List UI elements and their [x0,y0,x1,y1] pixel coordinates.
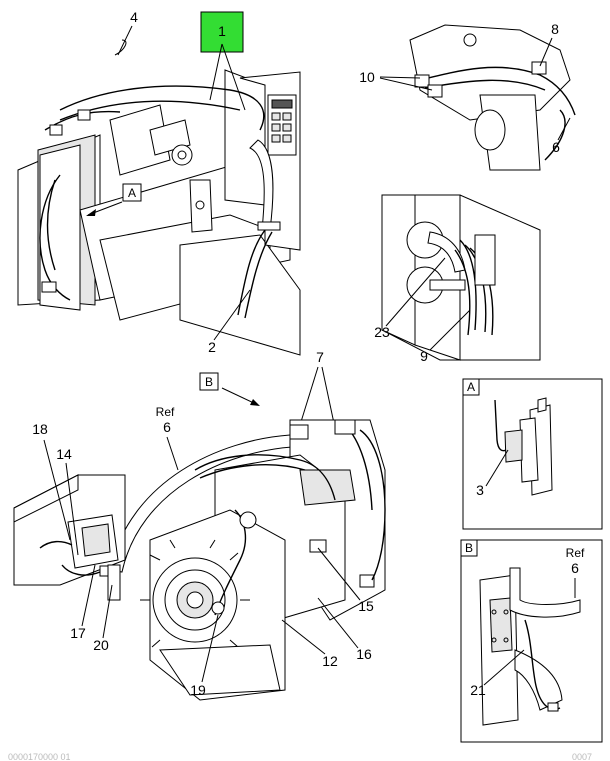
callout-2: 2 [208,339,216,355]
view-b-arrow-label: B [205,375,213,389]
view-b-arrow [199,372,260,406]
callout-12: 12 [322,653,338,669]
callout-16: 16 [356,646,372,662]
ref-label-main: Ref [156,405,175,419]
callout-17: 17 [70,625,86,641]
callout-6-top: 6 [552,139,560,155]
callout-8: 8 [551,21,559,37]
callout-20: 20 [93,637,109,653]
footer-left-code: 0000170000 01 [8,752,71,761]
callout-6-main: 6 [163,419,171,435]
callout-19: 19 [190,682,206,698]
callout-4: 4 [130,9,138,25]
callout-18: 18 [32,421,48,437]
view-a-arrow-label: A [128,186,136,200]
cab-assembly [17,39,301,356]
harness-detail-top [409,24,576,171]
detail-b-label: B [465,541,473,555]
callout-3: 3 [476,482,484,498]
detail-box-b [460,539,603,743]
callout-15: 15 [358,598,374,614]
detail-a-label: A [467,380,475,394]
callout-10: 10 [359,69,375,85]
callout-21: 21 [470,682,486,698]
callout-23: 23 [374,324,390,340]
ref-label-b: Ref [566,546,585,560]
callout-1: 1 [218,23,226,39]
callout-6-b: 6 [571,560,579,576]
bulkhead-detail [381,194,541,361]
view-a-arrow [86,183,142,216]
detail-box-a [462,378,603,530]
callout-7: 7 [316,349,324,365]
footer-right-code: 0007 [572,752,592,761]
callout-14: 14 [56,446,72,462]
transmission [109,419,386,701]
module-bracket [13,474,126,601]
callout-9: 9 [420,348,428,364]
